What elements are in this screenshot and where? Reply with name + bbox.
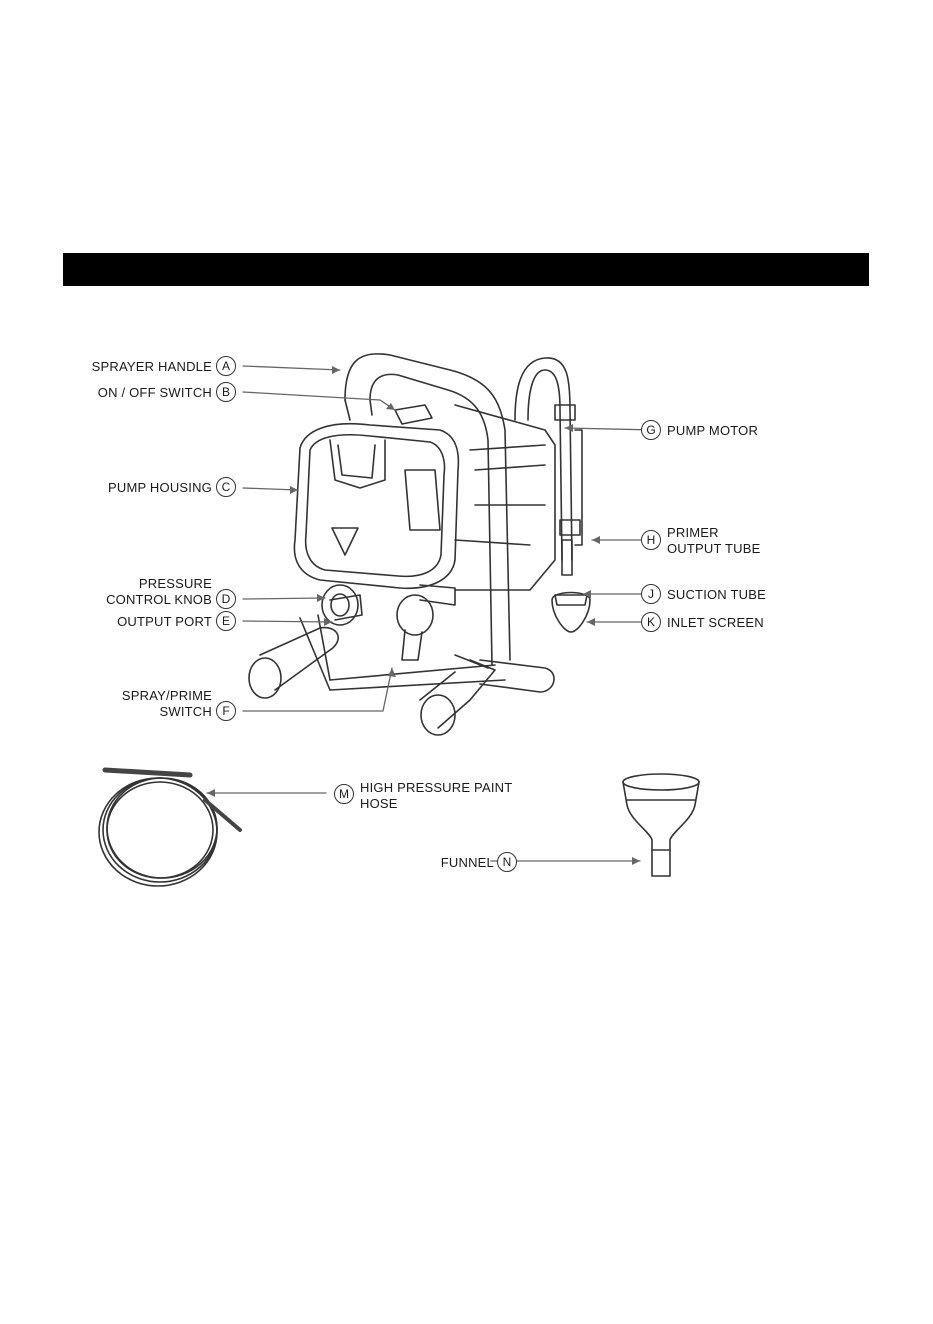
label-on-off-switch: ON / OFF SWITCH bbox=[70, 385, 212, 401]
callout-letter-e: E bbox=[216, 611, 236, 631]
label-suction-tube: SUCTION TUBE bbox=[667, 587, 766, 603]
label-primer-output-tube-line1: PRIMER bbox=[667, 525, 719, 541]
frame-drawing bbox=[249, 354, 590, 735]
callout-letter-k: K bbox=[641, 612, 661, 632]
label-pump-housing: PUMP HOUSING bbox=[70, 480, 212, 496]
callout-letter-b: B bbox=[216, 382, 236, 402]
label-sprayer-handle: SPRAYER HANDLE bbox=[70, 359, 212, 375]
callout-letter-j: J bbox=[641, 584, 661, 604]
callout-letter-f: F bbox=[216, 701, 236, 721]
label-pump-motor: PUMP MOTOR bbox=[667, 423, 758, 439]
callout-letter-a: A bbox=[216, 356, 236, 376]
label-output-port: OUTPUT PORT bbox=[70, 614, 212, 630]
callout-letter-m: M bbox=[334, 784, 354, 804]
hose-drawing bbox=[99, 770, 240, 886]
callout-letter-h: H bbox=[641, 530, 661, 550]
label-high-pressure-paint-hose-line1: HIGH PRESSURE PAINT bbox=[360, 780, 512, 796]
label-pressure-control-knob-line2: CONTROL KNOB bbox=[70, 592, 212, 608]
callout-letter-g: G bbox=[641, 420, 661, 440]
label-inlet-screen: INLET SCREEN bbox=[667, 615, 764, 631]
callout-letter-c: C bbox=[216, 477, 236, 497]
callout-letter-n: N bbox=[497, 852, 517, 872]
label-pressure-control-knob-line1: PRESSURE bbox=[70, 576, 212, 592]
callout-letter-d: D bbox=[216, 589, 236, 609]
label-primer-output-tube-line2: OUTPUT TUBE bbox=[667, 541, 760, 557]
label-high-pressure-paint-hose-line2: HOSE bbox=[360, 796, 398, 812]
label-funnel: FUNNEL bbox=[400, 855, 494, 871]
label-spray-prime-switch-line2: SWITCH bbox=[70, 704, 212, 720]
label-spray-prime-switch-line1: SPRAY/PRIME bbox=[70, 688, 212, 704]
